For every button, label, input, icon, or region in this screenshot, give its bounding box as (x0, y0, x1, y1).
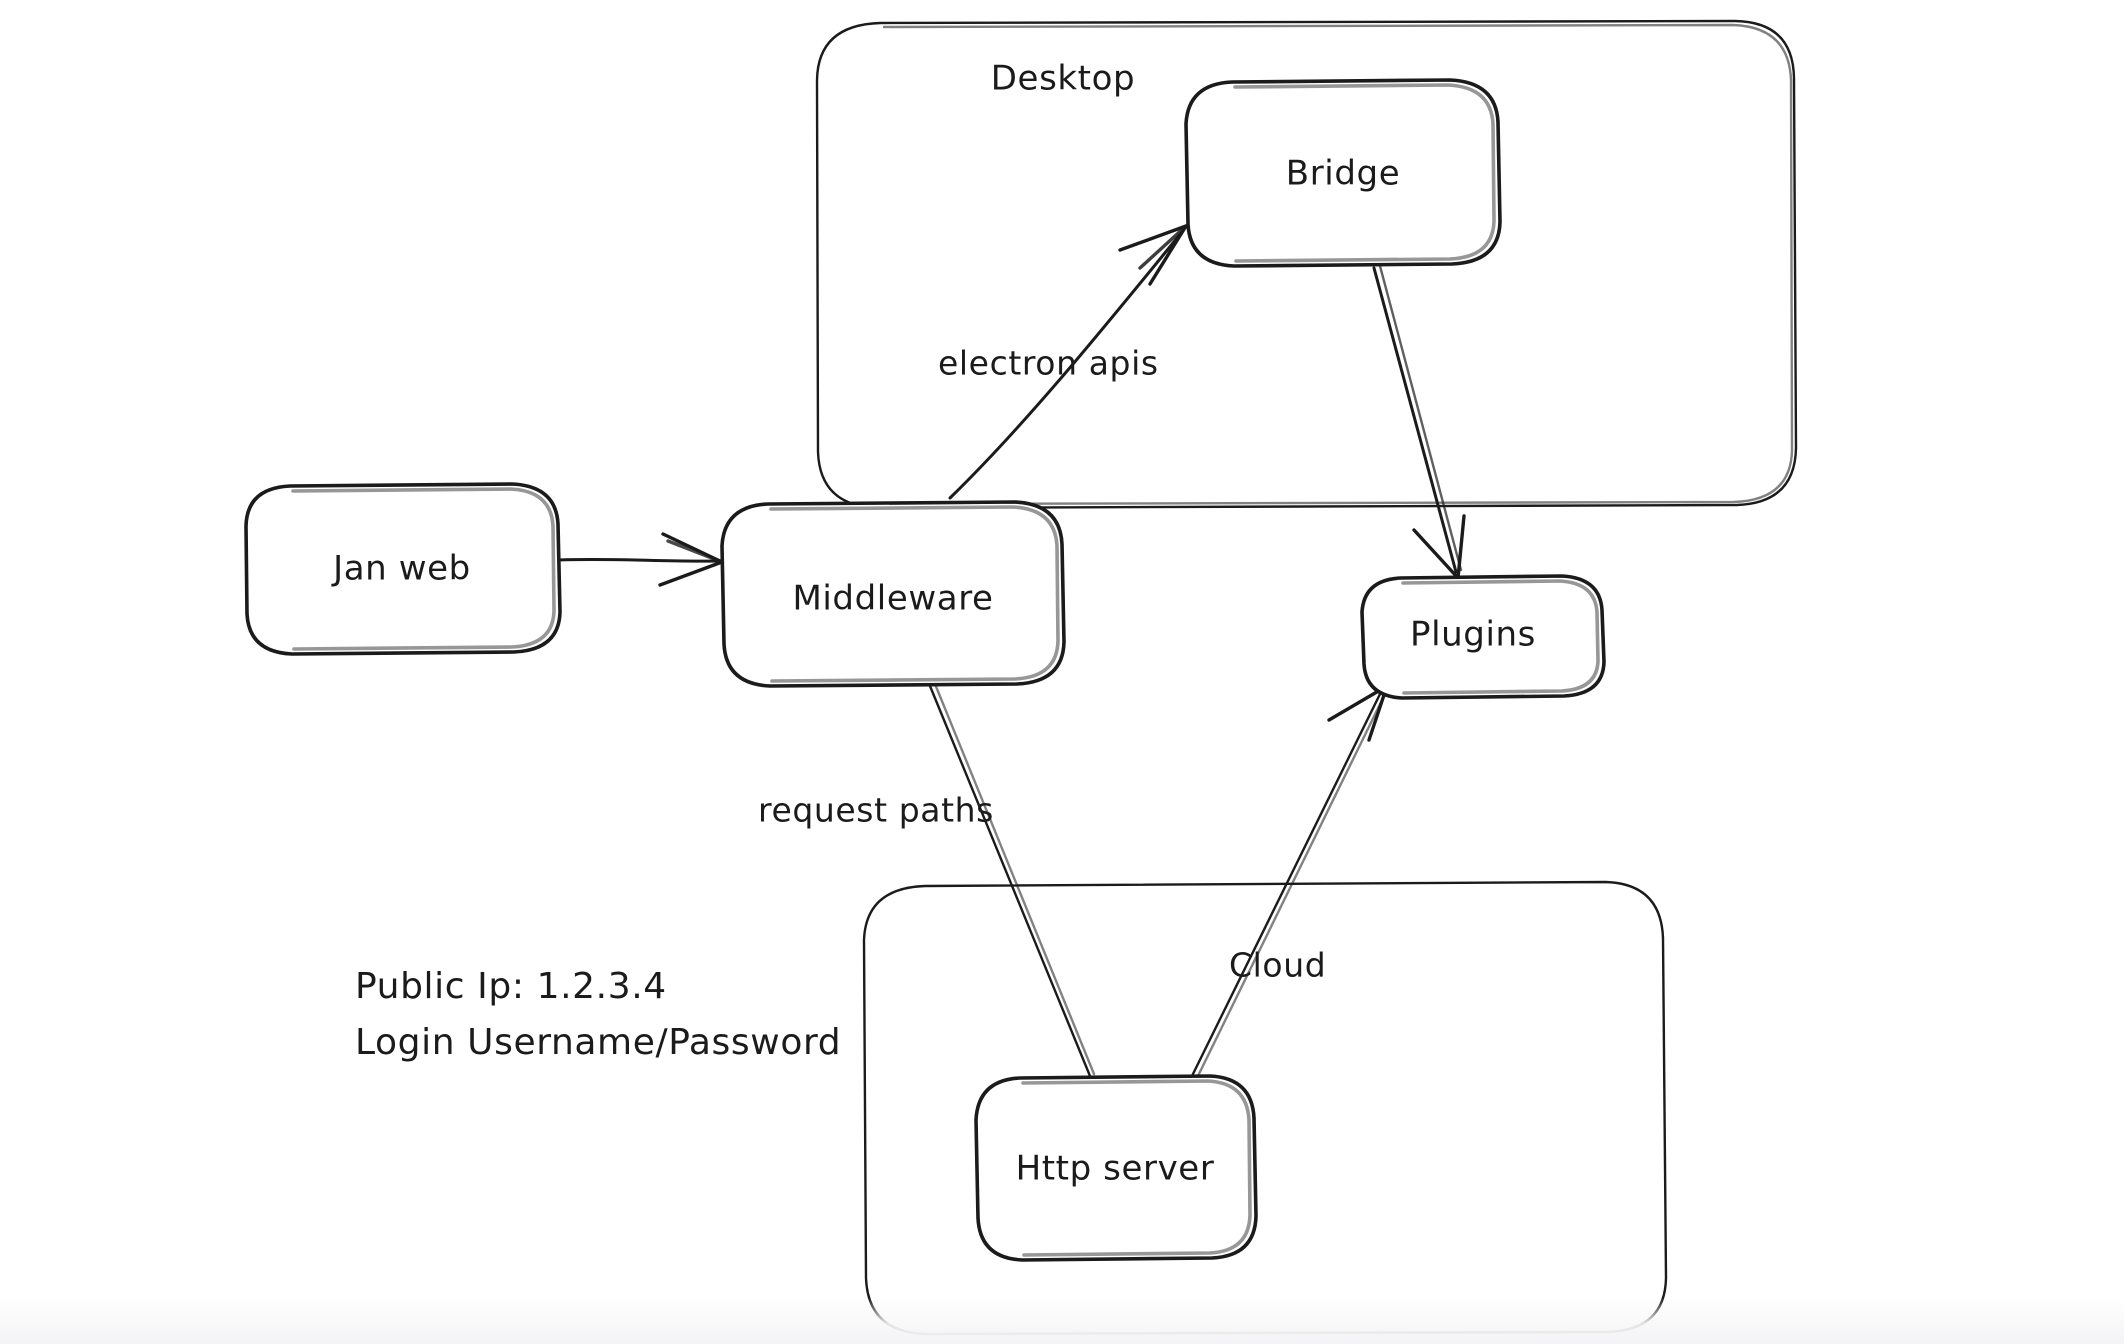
edge-middleware-to-httpserver: request paths (758, 682, 1096, 1078)
edge-httpserver-to-plugins: Cloud (1190, 684, 1389, 1080)
node-jan-web-label: Jan web (331, 549, 471, 589)
node-jan-web[interactable]: Jan web (244, 482, 562, 656)
node-middleware-label: Middleware (792, 579, 993, 619)
node-bridge-label: Bridge (1286, 154, 1400, 194)
node-bridge[interactable]: Bridge (1184, 78, 1502, 268)
note-public-ip: Public Ip: 1.2.3.4 Login Username/Passwo… (355, 966, 841, 1063)
edge-janweb-to-middleware (556, 532, 724, 587)
node-http-server-label: Http server (1016, 1149, 1215, 1189)
edge-middleware-to-bridge: electron apis (938, 224, 1188, 500)
group-desktop-label: Desktop (991, 59, 1135, 99)
node-plugins[interactable]: Plugins (1360, 574, 1606, 700)
node-middleware[interactable]: Middleware (720, 500, 1066, 688)
node-http-server[interactable]: Http server (974, 1074, 1258, 1262)
edge-label-electron-apis: electron apis (938, 344, 1159, 383)
edge-label-request-paths: request paths (758, 791, 994, 830)
node-plugins-label: Plugins (1410, 615, 1536, 655)
note-line-login: Login Username/Password (355, 1022, 841, 1063)
edge-label-cloud: Cloud (1229, 946, 1326, 985)
note-line-public-ip: Public Ip: 1.2.3.4 (355, 966, 667, 1007)
